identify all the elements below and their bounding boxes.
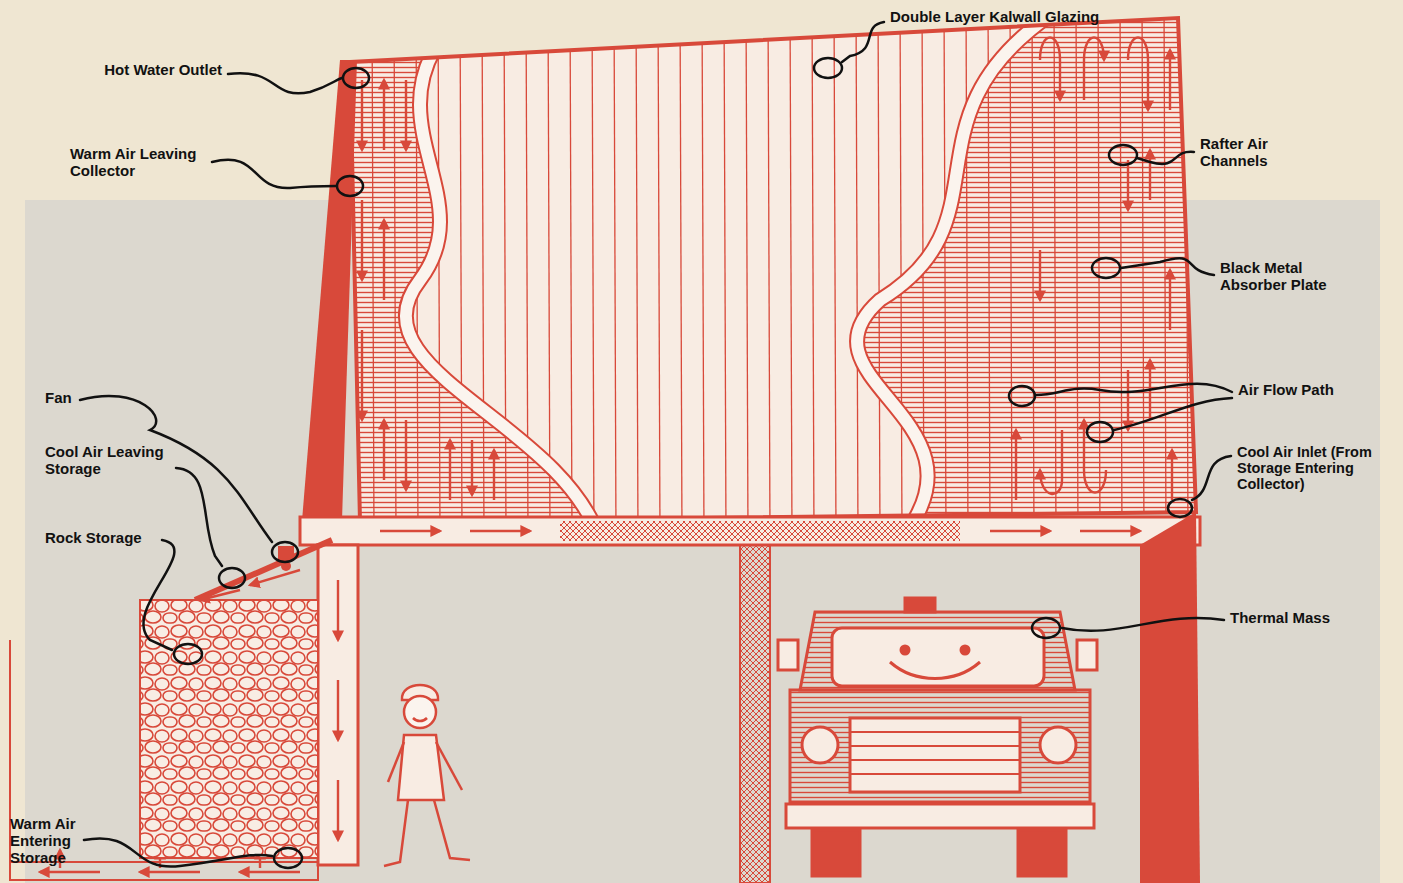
leader-ring — [274, 848, 302, 868]
leader-ring — [1087, 422, 1113, 442]
leader-ring — [337, 176, 363, 196]
callout-label: Rock Storage — [45, 530, 142, 547]
callout-label: Thermal Mass — [1230, 610, 1330, 627]
leader-line — [1062, 618, 1224, 631]
leader-line — [176, 468, 222, 566]
callout-label: Rafter Air Channels — [1200, 136, 1296, 170]
leader-line — [1192, 456, 1231, 500]
callout-label: Air Flow Path — [1238, 382, 1334, 399]
leader-line — [212, 160, 336, 188]
callout-label: Warm Air Entering Storage — [10, 816, 84, 866]
collector — [340, 0, 1210, 540]
leader-ring — [1109, 145, 1137, 165]
leader-ring — [1168, 499, 1192, 517]
leader-line — [143, 540, 174, 650]
leader-ring — [1092, 258, 1120, 278]
leader-ring — [1009, 386, 1035, 406]
leader-line — [1036, 384, 1232, 395]
leader-ring — [272, 542, 298, 562]
callout-label: Fan — [45, 390, 72, 407]
leader-ring — [219, 568, 245, 588]
leader-ring — [814, 58, 842, 78]
leader-line — [228, 73, 342, 93]
callout-label: Hot Water Outlet — [104, 62, 222, 79]
leader-ring — [1032, 618, 1060, 638]
callout-label: Cool Air Leaving Storage — [45, 444, 170, 478]
callout-label: Double Layer Kalwall Glazing — [890, 9, 1099, 26]
leader-line — [1121, 258, 1214, 275]
leader-line — [1137, 152, 1194, 164]
leader-line — [84, 838, 272, 866]
callout-label: Warm Air Leaving Collector — [70, 146, 205, 180]
leader-line — [1114, 398, 1232, 430]
leader-ring — [174, 644, 202, 664]
callout-label: Cool Air Inlet (From Storage Entering Co… — [1237, 444, 1373, 493]
leader-line — [842, 22, 884, 62]
leader-ring — [343, 68, 369, 88]
truck-figure — [778, 598, 1097, 876]
callout-label: Black Metal Absorber Plate — [1220, 260, 1340, 294]
person-figure — [384, 685, 470, 866]
